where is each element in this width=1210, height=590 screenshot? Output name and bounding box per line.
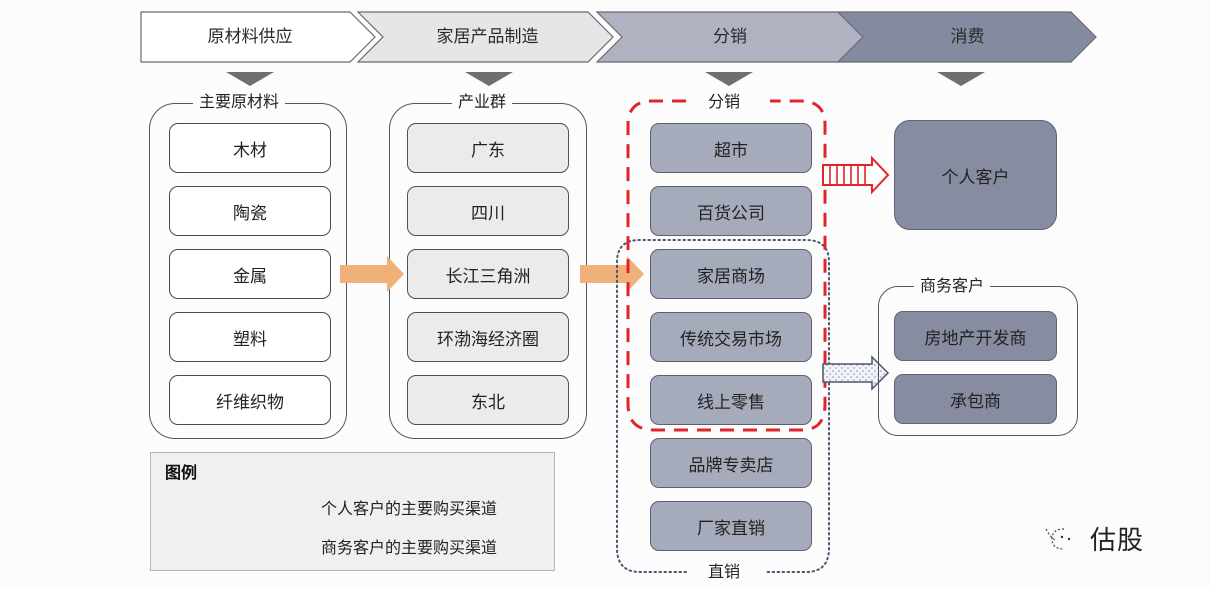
distribution-frame	[626, 99, 827, 432]
stage-label-distribution: 分销	[713, 27, 747, 47]
industry-clusters-title: 产业群	[452, 92, 513, 112]
distribution-item: 传统交易市场	[650, 312, 812, 362]
raw-materials-title: 主要原材料	[193, 92, 286, 112]
watermark: 估股	[1042, 520, 1144, 556]
distribution-item: 百货公司	[650, 186, 812, 236]
stage-label-manufacturing: 家居产品制造	[436, 27, 539, 47]
distribution-item: 超市	[650, 123, 812, 173]
raw-material-item: 纤维织物	[169, 375, 331, 425]
business-channel-arrow-icon	[822, 355, 890, 391]
direct-sales-item: 品牌专卖店	[650, 438, 812, 488]
legend-panel: 图例 个人客户的主要购买渠道 商务客户的主要购买渠道	[150, 452, 555, 571]
direct-sales-frame	[616, 239, 830, 573]
down-arrow-icon	[937, 72, 985, 86]
direct-sales-item: 厂家直销	[650, 501, 812, 551]
down-arrow-icon	[465, 72, 513, 86]
distribution-item: 家居商场	[650, 249, 812, 299]
down-arrow-icon	[705, 72, 753, 86]
business-customers-title: 商务客户	[914, 276, 991, 296]
legend-entry-individual: 个人客户的主要购买渠道	[321, 499, 498, 518]
watermark-logo-icon	[1045, 528, 1071, 550]
stage-chevron-raw-materials	[140, 11, 376, 63]
cluster-item: 东北	[407, 375, 569, 425]
individual-channel-arrow-icon	[822, 155, 890, 195]
stage-chevron-manufacturing	[356, 11, 614, 63]
business-customer-item: 承包商	[894, 374, 1057, 424]
direct-sales-title: 直销	[708, 562, 741, 581]
raw-material-item: 塑料	[169, 312, 331, 362]
watermark-text: 估股	[1090, 525, 1145, 556]
cluster-item: 长江三角洲	[407, 249, 569, 299]
distribution-title: 分销	[708, 92, 741, 111]
stage-chevron-consumption	[836, 11, 1097, 63]
raw-material-item: 陶瓷	[169, 186, 331, 236]
stage-label-raw-materials: 原材料供应	[207, 27, 293, 47]
distribution-item: 线上零售	[650, 375, 812, 425]
raw-material-item: 木材	[169, 123, 331, 173]
cluster-item: 环渤海经济圈	[407, 312, 569, 362]
cluster-item: 广东	[407, 123, 569, 173]
business-customer-item: 房地产开发商	[894, 311, 1057, 361]
cluster-item: 四川	[407, 186, 569, 236]
legend-title: 图例	[165, 463, 198, 482]
down-arrow-icon	[226, 72, 274, 86]
legend-entry-business: 商务客户的主要购买渠道	[321, 538, 498, 557]
flow-arrow-icon	[580, 256, 644, 292]
stage-label-consumption: 消费	[950, 27, 985, 47]
flow-arrow-icon	[340, 256, 404, 292]
individual-customer-box: 个人客户	[894, 120, 1057, 230]
raw-material-item: 金属	[169, 249, 331, 299]
